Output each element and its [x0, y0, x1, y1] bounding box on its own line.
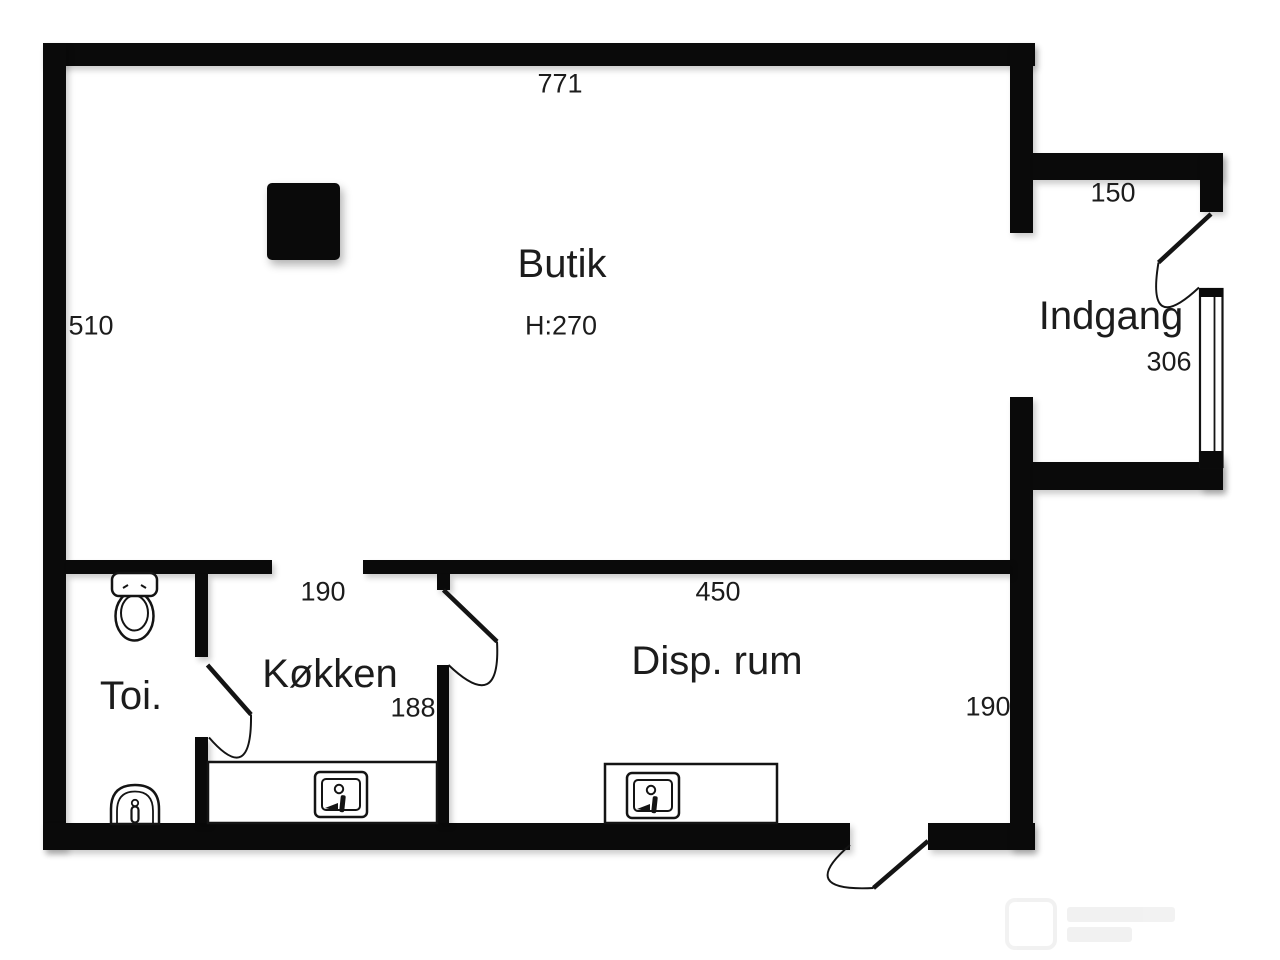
dimension-entrance-side: 306	[1146, 346, 1192, 377]
wall-top	[43, 43, 1035, 66]
wall-right-upper	[1010, 43, 1033, 233]
dimension-opening-width: 190	[300, 576, 346, 607]
dimension-niche-width: 150	[1090, 177, 1136, 208]
toi-door-icon	[205, 663, 253, 759]
dimension-kokken-width: 188	[390, 692, 436, 723]
room-label-kokken: Køkken	[262, 652, 398, 696]
room-label-butik: Butik	[517, 242, 607, 286]
wall-door-hinge-stub	[437, 574, 450, 590]
wall-entry-niche-bottom	[1033, 462, 1223, 490]
room-height-butik: H:270	[524, 310, 598, 341]
dimension-butik-depth: 510	[68, 310, 114, 341]
rear-door-icon	[826, 839, 930, 890]
room-label-indgang: Indgang	[1038, 294, 1184, 338]
wall-bottom-left	[43, 823, 850, 850]
room-label-toi: Toi.	[99, 674, 163, 718]
toilet-icon	[110, 571, 159, 642]
watermark-logo-icon	[1005, 898, 1057, 950]
entrance-window-icon	[1198, 287, 1224, 469]
entrance-door-icon	[1155, 212, 1213, 309]
wall-left	[43, 43, 66, 850]
wall-entry-niche-top	[1033, 153, 1223, 180]
kitchen-sink-icon	[313, 770, 369, 819]
dimension-disp-depth: 190	[965, 691, 1011, 722]
wall-toi-upper	[195, 574, 208, 657]
dimension-disp-width: 450	[695, 576, 741, 607]
watermark	[1005, 898, 1175, 950]
wall-interior-horizontal-left	[66, 560, 272, 574]
kitchen-sink-icon	[625, 771, 681, 820]
wall-kokken-disp	[437, 665, 449, 823]
dimension-butik-width: 771	[537, 68, 583, 99]
kokken-disp-door-icon	[441, 588, 499, 687]
wall-toi-lower	[195, 737, 208, 823]
washbasin-icon	[109, 783, 161, 826]
room-label-disp: Disp. rum	[631, 639, 803, 683]
watermark-text-block	[1067, 906, 1175, 942]
wall-right-lower	[1010, 397, 1033, 850]
wall-interior-horizontal-right	[363, 560, 1010, 574]
column-pillar	[267, 183, 340, 260]
wall-entry-jamb-top	[1200, 153, 1223, 212]
